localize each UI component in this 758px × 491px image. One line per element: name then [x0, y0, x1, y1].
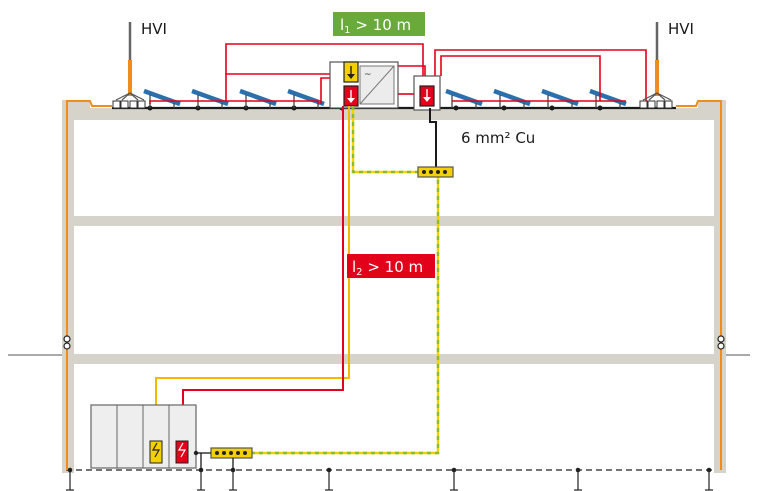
cabinet-spd-red-icon [175, 440, 189, 464]
air-terminal-left [112, 22, 146, 109]
down-conductors [66, 100, 722, 470]
dc-cabling [149, 43, 647, 104]
pv-module [287, 88, 325, 108]
conductor-label: 6 mm² Cu [461, 129, 535, 147]
distance-tag-l1: l1 > 10 m [333, 12, 425, 36]
pv-module [589, 88, 627, 108]
parapet-left [62, 100, 90, 110]
l1-main: l [340, 16, 344, 34]
pv-module [541, 88, 579, 108]
l1-sub: 1 [344, 25, 350, 36]
pe-lines [252, 106, 440, 455]
inverter-icon: ~ [329, 61, 399, 109]
equipotential-conductor [429, 108, 437, 172]
hvi-label-right: HVI [668, 20, 694, 38]
roof-slab [62, 108, 726, 120]
l2-main: l [352, 258, 356, 276]
parapet-right [698, 100, 726, 110]
l1-rest: > 10 m [351, 16, 412, 34]
floor-slab-1 [62, 354, 726, 364]
svg-text:l2 > 10 m: l2 > 10 m [352, 258, 423, 278]
pv-module [493, 88, 531, 108]
main-bonding-bar-icon [210, 447, 253, 459]
test-joints [63, 335, 725, 350]
svg-text:l1 > 10 m: l1 > 10 m [340, 16, 411, 36]
dc-cable-yellow [155, 106, 350, 405]
air-terminal-right [639, 22, 673, 109]
combiner-box-icon [413, 75, 441, 111]
pv-array-right [445, 88, 627, 108]
surge-arrester-yellow-icon [343, 61, 359, 83]
cabinet-spd-yellow-icon [149, 440, 163, 464]
svg-text:~: ~ [364, 70, 372, 80]
floor-slab-2 [62, 216, 726, 226]
pv-module [191, 88, 229, 108]
distance-tag-l2: l2 > 10 m [347, 254, 435, 278]
pv-array-left [143, 88, 325, 108]
l2-sub: 2 [356, 267, 362, 278]
pv-module [239, 88, 277, 108]
pv-module [445, 88, 483, 108]
dc-cable-red [182, 106, 344, 405]
pv-module [143, 88, 181, 108]
surge-arrester-red-icon [343, 85, 359, 107]
l2-rest: > 10 m [363, 258, 424, 276]
earth-electrodes [66, 470, 713, 491]
equipotential-bonding-bar-icon [417, 166, 454, 178]
hvi-label-left: HVI [141, 20, 167, 38]
